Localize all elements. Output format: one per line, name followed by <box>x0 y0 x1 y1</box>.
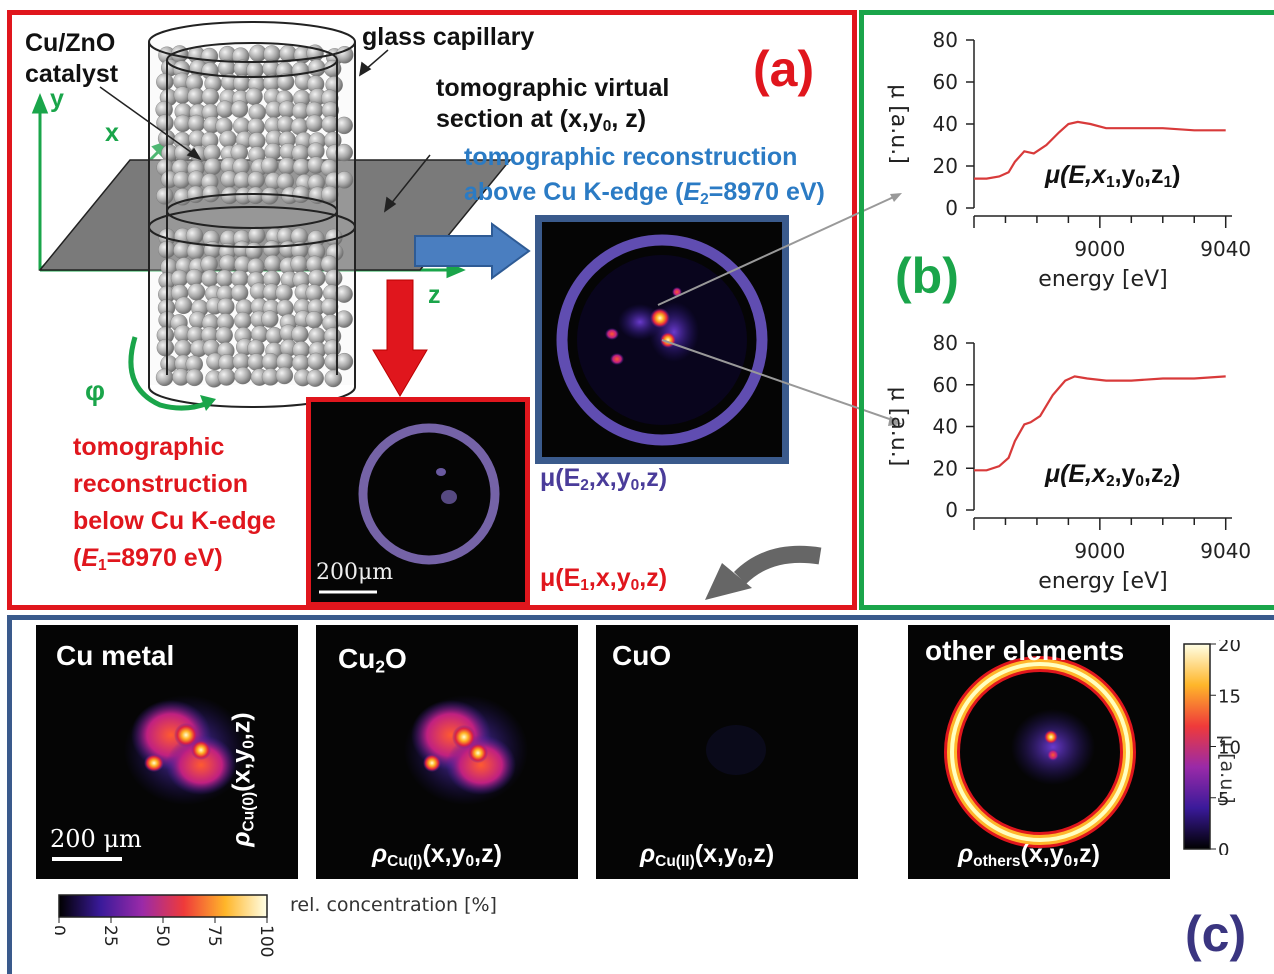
above-edge-label-1: tomographic reconstruction <box>464 143 798 171</box>
plot1-ytick: 20 <box>933 154 958 178</box>
below-edge-label-1: tomographic <box>73 433 225 461</box>
plot1-curve-label: μ(E,x1,y0,z1) <box>1045 161 1181 191</box>
map-cu2o <box>316 625 578 879</box>
rho-label-cu0: ρCu(0)(x,y0,z) <box>227 712 258 847</box>
axis-z-label: z <box>428 281 441 309</box>
blue-arrow <box>414 222 531 280</box>
colorbar-tick: 100 <box>256 925 275 957</box>
plot1-ytick: 40 <box>933 112 958 136</box>
rho-label-cu2: ρCu(II)(x,y0,z) <box>640 840 775 870</box>
panel-c-label: (c) <box>1185 906 1247 962</box>
map-other-elements <box>908 625 1170 879</box>
mu-e1-label: μ(E1,x,y0,z) <box>540 564 668 594</box>
grey-curved-arrow <box>705 545 822 600</box>
side-colorbar: 20 15 10 5 0 <box>1183 640 1241 855</box>
rotation-arrow <box>128 336 209 411</box>
y-axis-arrow <box>31 92 49 114</box>
plot1-xlabel: energy [eV] <box>1038 267 1167 292</box>
plot1-xtick: 9000 <box>1074 237 1125 261</box>
map-title-other: other elements <box>925 635 1125 666</box>
catalyst-label-1: Cu/ZnO <box>25 29 116 57</box>
phi-label: φ <box>85 375 106 406</box>
catalyst-label-2: catalyst <box>25 60 119 88</box>
capillary-label: glass capillary <box>362 23 535 51</box>
colorbar-tick: 25 <box>100 925 120 947</box>
plot1-xtick: 9040 <box>1200 237 1251 261</box>
map-title-cu-metal: Cu metal <box>56 640 175 671</box>
axis-y-label: y <box>50 85 64 113</box>
virtual-section-label-1: tomographic virtual <box>436 74 670 102</box>
map-title-cuo: CuO <box>612 640 672 671</box>
panel-a <box>7 10 857 610</box>
recon-below-image: 200μm <box>306 397 530 607</box>
plot1-ytick: 0 <box>945 196 958 220</box>
below-edge-label-2: reconstruction <box>73 470 249 498</box>
side-colorbar-tick: 20 <box>1218 640 1241 656</box>
rho-label-others: ρothers(x,y0,z) <box>958 840 1101 870</box>
colorbar-tick: 75 <box>204 925 224 947</box>
connector-lines <box>657 193 902 426</box>
plot2-xtick: 9000 <box>1074 539 1125 563</box>
plot1-ytick: 80 <box>933 28 958 52</box>
absorption-plots: 0 20 40 60 80 9000 9040 energy [eV] μ [a.u.] 0 20 4… <box>886 28 1251 594</box>
panel-b-label: (b) <box>895 248 959 304</box>
side-colorbar-tick: 15 <box>1218 686 1241 707</box>
axis-x-label: x <box>105 119 119 147</box>
map-title-cu2o: Cu2O <box>338 643 407 677</box>
panel-c <box>7 615 1274 974</box>
below-edge-label-4: (E1=8970 eV) <box>73 544 223 574</box>
mu-e2-label: μ(E2,x,y0,z) <box>540 464 668 494</box>
plot1-series-line <box>974 120 1226 180</box>
capillary-illustration <box>31 21 512 411</box>
plot2-ytick: 60 <box>933 373 958 397</box>
concentration-colorbar: 0 25 50 75 100 <box>55 894 275 957</box>
colorbar-tick: 0 <box>55 925 68 936</box>
plot2-series-line <box>974 375 1226 472</box>
side-colorbar-tick: 10 <box>1218 738 1241 759</box>
panel-a-label: (a) <box>753 41 815 97</box>
red-arrow <box>372 279 428 397</box>
map-scalebar-label: 200 μm <box>50 825 142 853</box>
side-colorbar-tick: 0 <box>1218 840 1229 855</box>
plot2-ytick: 20 <box>933 456 958 480</box>
plot2-ytick: 80 <box>933 331 958 355</box>
plot2-curve-label: μ(E,x2,y0,z2) <box>1045 460 1181 490</box>
colorbar-tick: 50 <box>152 925 172 947</box>
scalebar-label: 200μm <box>316 560 394 585</box>
plot2-ytick: 40 <box>933 415 958 439</box>
plot1-ylabel: μ [a.u.] <box>886 84 911 164</box>
side-colorbar-label: μ [a.u.] <box>1216 735 1238 804</box>
plot2-ytick: 0 <box>945 498 958 522</box>
side-colorbar-tick: 5 <box>1218 789 1229 810</box>
plot2-ylabel: μ [a.u.] <box>886 387 911 467</box>
map-cuo <box>596 625 858 879</box>
virtual-section-label-2: section at (x,y0, z) <box>436 105 647 135</box>
colorbar-label: rel. concentration [%] <box>290 894 497 916</box>
plot1-ytick: 60 <box>933 70 958 94</box>
below-edge-label-3: below Cu K-edge <box>73 507 276 535</box>
above-edge-label-2: above Cu K-edge (E2=8970 eV) <box>464 178 825 208</box>
map-cu-metal: 200 μm <box>36 625 298 879</box>
panel-b <box>859 10 1274 610</box>
rho-label-cu1: ρCu(I)(x,y0,z) <box>372 840 502 870</box>
plot2-xlabel: energy [eV] <box>1038 569 1167 594</box>
plot2-xtick: 9040 <box>1200 539 1251 563</box>
